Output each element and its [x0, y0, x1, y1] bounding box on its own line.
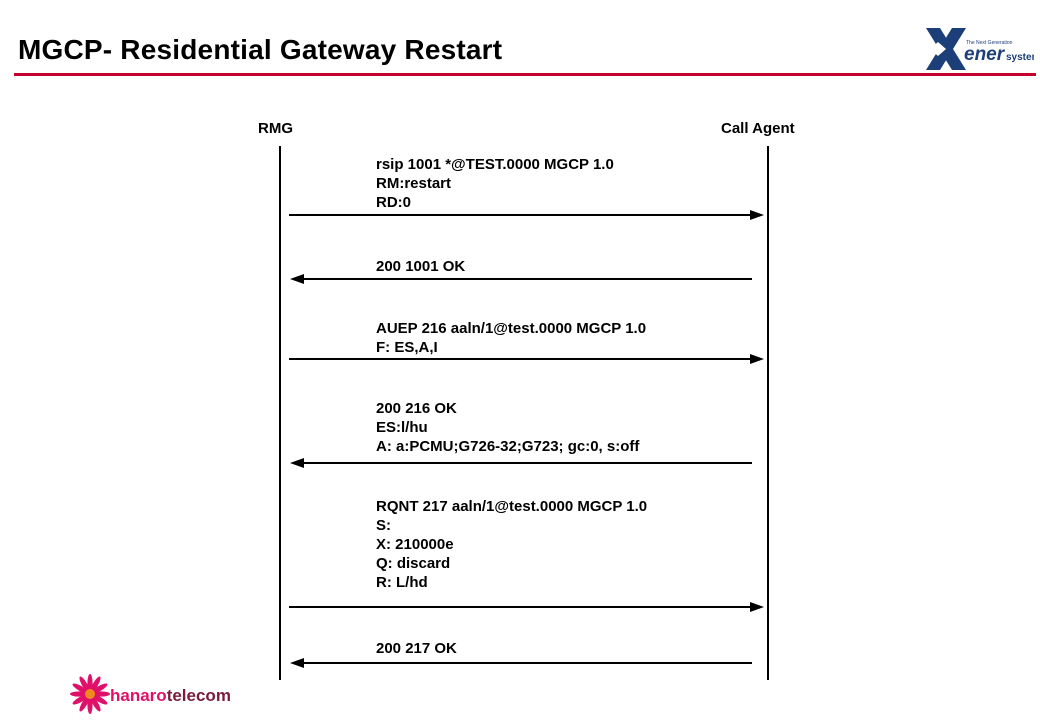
arrow-msg-1: [289, 210, 764, 220]
message-5-label: RQNT 217 aaln/1@test.0000 MGCP 1.0 S: X:…: [376, 497, 647, 592]
rmg-lifeline: [279, 146, 281, 680]
arrow-msg-6: [290, 658, 752, 668]
hanaro-wordmark-part2: telecom: [167, 686, 231, 705]
call-agent-lifeline: [767, 146, 769, 680]
xener-wordmark: ener: [964, 44, 1006, 65]
message-line: 200 1001 OK: [376, 258, 466, 275]
xener-tagline: The Next Generation: [966, 40, 1013, 46]
message-1-label: rsip 1001 *@TEST.0000 MGCP 1.0 RM:restar…: [376, 155, 614, 212]
message-line: RQNT 217 aaln/1@test.0000 MGCP 1.0: [376, 498, 648, 515]
message-line: X: 210000e: [376, 536, 454, 553]
message-line: 200 216 OK: [376, 400, 457, 417]
message-line: Q: discard: [376, 555, 451, 572]
slide-title: MGCP- Residential Gateway Restart: [18, 34, 503, 65]
message-3-label: AUEP 216 aaln/1@test.0000 MGCP 1.0 F: ES…: [376, 319, 646, 357]
starburst-icon: [70, 674, 110, 714]
message-6-label: 200 217 OK: [376, 639, 457, 658]
lane-label-rmg: RMG: [258, 120, 293, 137]
message-2-label: 200 1001 OK: [376, 257, 465, 276]
message-line: R: L/hd: [376, 574, 428, 591]
x-mark-icon: [926, 28, 966, 70]
title-underline: [14, 73, 1036, 76]
svg-text:hanarotelecom: hanarotelecom: [110, 686, 231, 705]
lane-label-call-agent: Call Agent: [721, 120, 795, 137]
xener-sub: systems: [1006, 52, 1034, 63]
message-line: F: ES,A,I: [376, 339, 438, 356]
message-line: S:: [376, 517, 391, 534]
message-line: RM:restart: [376, 175, 452, 192]
arrow-msg-3: [289, 354, 764, 364]
message-line: A: a:PCMU;G726-32;G723; gc:0, s:off: [376, 438, 640, 455]
message-line: rsip 1001 *@TEST.0000 MGCP 1.0: [376, 156, 614, 173]
hanaro-wordmark-part1: hanaro: [110, 686, 167, 705]
message-line: 200 217 OK: [376, 640, 457, 657]
message-line: RD:0: [376, 194, 412, 211]
message-4-label: 200 216 OK ES:l/hu A: a:PCMU;G726-32;G72…: [376, 399, 639, 456]
arrow-msg-5: [289, 602, 764, 612]
message-line: ES:l/hu: [376, 419, 428, 436]
message-line: AUEP 216 aaln/1@test.0000 MGCP 1.0: [376, 320, 647, 337]
arrow-msg-2: [290, 274, 752, 284]
hanarotelecom-logo: hanarotelecom: [70, 674, 231, 714]
xener-systems-logo: The Next Generation ener systems: [926, 28, 1034, 70]
arrow-msg-4: [290, 458, 752, 468]
